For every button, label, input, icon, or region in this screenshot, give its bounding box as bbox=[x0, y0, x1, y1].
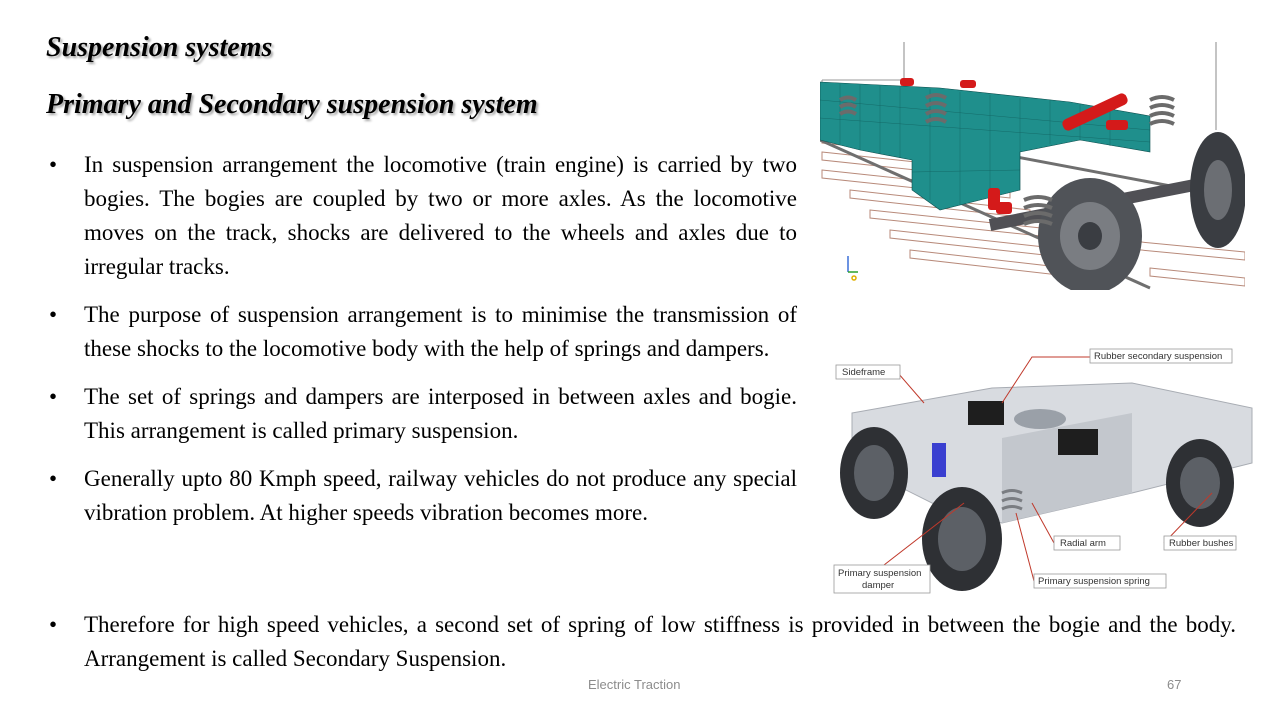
label-radial-arm: Radial arm bbox=[1060, 538, 1106, 549]
callout-sideframe: Sideframe bbox=[835, 364, 901, 380]
callout-primary-spring: Primary suspension spring bbox=[1033, 573, 1167, 589]
page-number: 67 bbox=[1167, 677, 1182, 692]
callout-rubber-bushes: Rubber bushes bbox=[1163, 535, 1237, 551]
label-primary-damper-2: damper bbox=[862, 580, 894, 591]
label-rubber-secondary: Rubber secondary suspension bbox=[1094, 351, 1222, 362]
label-primary-spring: Primary suspension spring bbox=[1038, 576, 1150, 587]
label-rubber-bushes: Rubber bushes bbox=[1169, 538, 1234, 549]
wheel bbox=[1190, 132, 1245, 248]
bogie-fe-model-image bbox=[820, 40, 1245, 290]
wheel bbox=[1038, 178, 1142, 290]
callout-radial-arm: Radial arm bbox=[1053, 535, 1121, 551]
bullet-item: Generally upto 80 Kmph speed, railway ve… bbox=[46, 462, 797, 530]
wheel bbox=[1166, 439, 1234, 527]
callout-rubber-secondary: Rubber secondary suspension bbox=[1089, 348, 1233, 364]
bullet-item: The purpose of suspension arrangement is… bbox=[46, 298, 797, 366]
footer-title: Electric Traction bbox=[588, 677, 681, 692]
slide-title: Suspension systems bbox=[46, 32, 273, 63]
bullet-list: In suspension arrangement the locomotive… bbox=[46, 148, 797, 544]
bullet-item: The set of springs and dampers are inter… bbox=[46, 380, 797, 448]
bogie-labelled-diagram: Sideframe Rubber secondary suspension Ra… bbox=[832, 343, 1264, 599]
bullet-item: In suspension arrangement the locomotive… bbox=[46, 148, 797, 284]
label-primary-damper-1: Primary suspension bbox=[838, 568, 921, 579]
wheel bbox=[840, 427, 908, 519]
slide-subtitle: Primary and Secondary suspension system bbox=[46, 89, 538, 120]
wheel bbox=[922, 487, 1002, 591]
bullet-list-full-width: Therefore for high speed vehicles, a sec… bbox=[46, 608, 1236, 676]
label-sideframe: Sideframe bbox=[842, 367, 885, 378]
bullet-item: Therefore for high speed vehicles, a sec… bbox=[46, 608, 1236, 676]
callout-primary-damper: Primary suspension damper bbox=[833, 564, 931, 594]
